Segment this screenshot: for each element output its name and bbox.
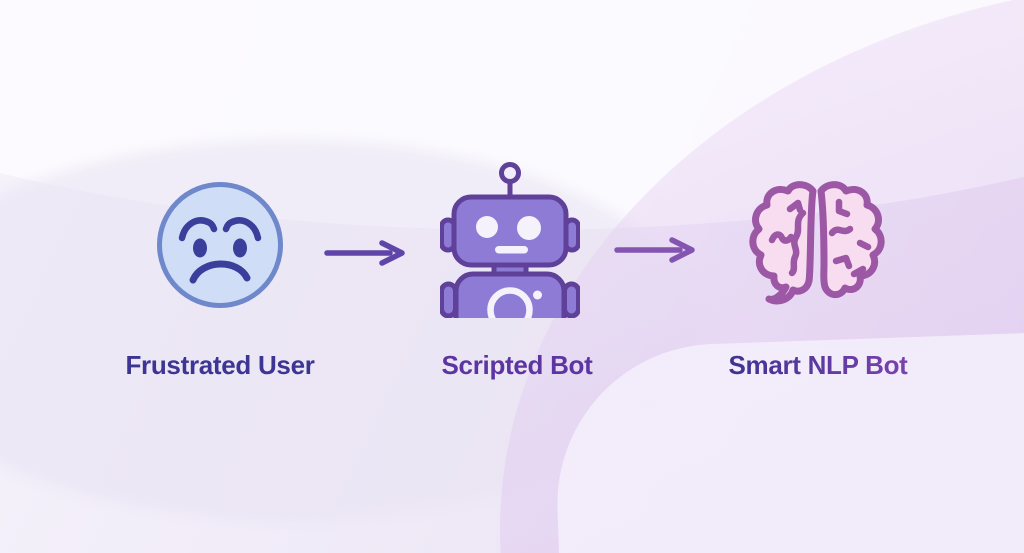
robot-icon: [440, 162, 580, 318]
node-label-scripted-bot: Scripted Bot: [441, 350, 593, 380]
node-label-frustrated-user: Frustrated User: [125, 350, 315, 380]
node-label-smart-nlp-bot: Smart NLP Bot: [728, 350, 908, 380]
background-blob-left: [0, 140, 700, 520]
frustrated-face-icon: [157, 182, 283, 308]
brain-icon: [749, 181, 885, 305]
arrow-right-icon: [614, 237, 695, 263]
arrow-right-icon: [324, 240, 405, 266]
